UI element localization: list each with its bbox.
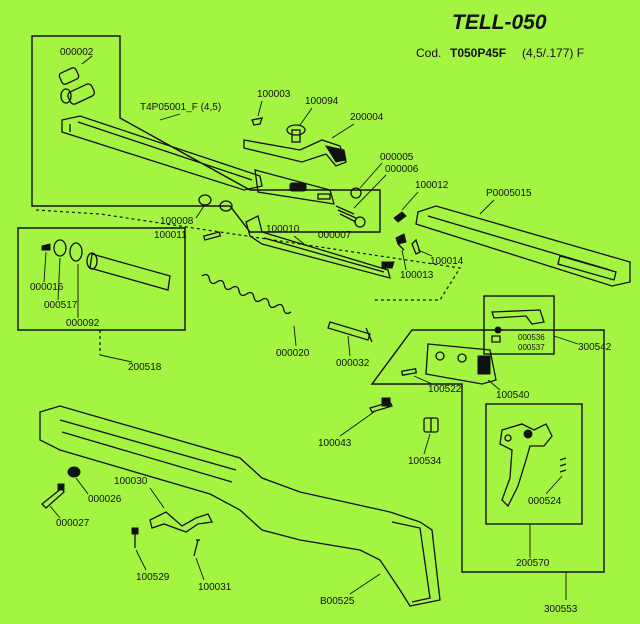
part-100031 [193, 539, 200, 557]
part-100030 [149, 511, 213, 533]
part-100014 [411, 238, 433, 257]
part-B00525-stock [39, 405, 441, 607]
barrel-group-outline [31, 35, 381, 233]
label-100094: 100094 [305, 96, 339, 107]
label-100043: 100043 [318, 438, 352, 449]
label-000020: 000020 [276, 348, 310, 359]
label-100014: 100014 [430, 256, 464, 267]
label-T4P05001: T4P05001_F (4,5) [140, 102, 221, 113]
part-T4P05001-barrel [61, 115, 335, 205]
label-000002: 000002 [60, 47, 94, 58]
label-000007: 000007 [318, 230, 352, 241]
part-200004 [243, 123, 355, 167]
part-000517 [53, 239, 67, 257]
part-100529 [131, 527, 139, 548]
label-100011: 100011 [154, 230, 187, 241]
label-000026: 000026 [88, 494, 122, 505]
label-000016: 000016 [30, 282, 64, 293]
code-suffix: (4,5/.177) F [522, 46, 584, 60]
safety-group-outline [483, 295, 555, 355]
label-B00525: B00525 [320, 596, 355, 607]
part-100043 [369, 397, 393, 413]
part-000027 [41, 483, 65, 509]
part-100012 [393, 191, 419, 223]
trigger-group-outline [370, 329, 605, 573]
label-000006: 000006 [385, 164, 419, 175]
part-000524-spring [559, 457, 567, 473]
part-000007 [354, 216, 366, 228]
label-000537: 000537 [518, 343, 545, 352]
label-000032: 000032 [336, 358, 370, 369]
label-100529: 100529 [136, 572, 170, 583]
code-value: T050P45F [450, 46, 506, 60]
part-100540 [425, 343, 497, 385]
label-000005: 000005 [380, 152, 414, 163]
part-000026 [67, 466, 81, 478]
label-P0005015: P0005015 [486, 188, 532, 199]
label-300542: 300542 [578, 342, 612, 353]
label-100013: 100013 [400, 270, 434, 281]
part-200570-trigger [499, 423, 553, 508]
part-100094 [286, 107, 313, 143]
label-000092: 000092 [66, 318, 100, 329]
label-000536: 000536 [518, 333, 545, 342]
dashed-guide-upper [35, 209, 461, 301]
part-100522 [401, 368, 417, 376]
label-100010: 100010 [266, 224, 300, 235]
part-300542-safety [491, 309, 545, 343]
label-100522: 100522 [428, 384, 462, 395]
label-100540: 100540 [496, 390, 530, 401]
label-100003: 100003 [257, 89, 291, 100]
part-000092 [69, 242, 171, 291]
label-000517: 000517 [44, 300, 78, 311]
part-P0005015 [415, 199, 631, 287]
part-000020 [201, 273, 297, 347]
label-200518: 200518 [128, 362, 162, 373]
piston-group-outline [17, 227, 186, 331]
label-200570: 200570 [516, 558, 550, 569]
label-100031: 100031 [198, 582, 232, 593]
label-200004: 200004 [350, 112, 384, 123]
label-100012: 100012 [415, 180, 449, 191]
part-000006 [335, 174, 387, 223]
code-prefix: Cod. [416, 46, 441, 60]
part-100534 [423, 417, 439, 433]
label-000524: 000524 [528, 496, 562, 507]
label-300553: 300553 [544, 604, 578, 615]
label-100534: 100534 [408, 456, 442, 467]
part-000016 [41, 243, 51, 251]
part-000005 [350, 162, 383, 199]
diagram-title: TELL-050 [452, 11, 547, 34]
part-100013 [395, 233, 407, 271]
part-100008 [195, 194, 233, 219]
label-000027: 000027 [56, 518, 90, 529]
label-100008: 100008 [160, 216, 194, 227]
label-100030: 100030 [114, 476, 148, 487]
part-000032 [327, 321, 373, 357]
part-000002 [58, 55, 95, 105]
part-100003 [251, 100, 263, 126]
trigger-subgroup-outline [485, 403, 583, 525]
part-100011 [202, 231, 222, 241]
